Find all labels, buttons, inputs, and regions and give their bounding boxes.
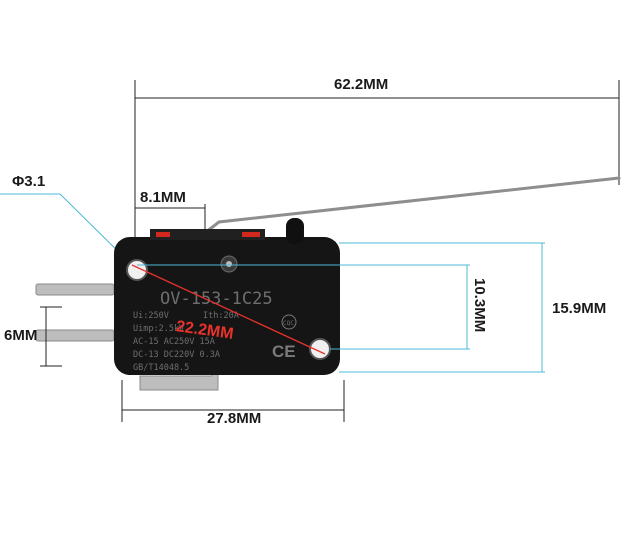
cap-red-right — [242, 232, 260, 237]
cqc-mark-icon — [281, 314, 297, 330]
marking-line1-b: Ith:20A — [203, 311, 239, 321]
lever-arm — [204, 176, 621, 234]
marking-standard: GB/T14048.5 — [133, 363, 189, 373]
label-overall-length: 62.2MM — [334, 76, 389, 93]
rivet-center — [226, 261, 232, 267]
label-terminal-pitch: 6MM — [4, 327, 38, 344]
marking-line3: AC-15 AC250V 15A — [133, 337, 215, 347]
label-hole-diameter: Φ3.1 — [12, 173, 46, 190]
label-hole-spacing-vertical: 10.3MM — [471, 278, 488, 333]
marking-model: OV-153-1C25 — [160, 289, 273, 309]
label-body-height: 15.9MM — [552, 300, 607, 317]
marking-line4: DC-13 DC220V 0.3A — [133, 350, 220, 360]
marking-line2: Uimp:2.5kV — [133, 324, 184, 334]
label-body-length: 27.8MM — [207, 410, 262, 427]
marking-line1-a: Ui:250V — [133, 311, 169, 321]
plunger — [286, 218, 304, 244]
diagonal-dimension-line — [131, 264, 326, 355]
ce-mark: CE — [272, 342, 296, 361]
body-top-cap — [150, 229, 265, 240]
switch-body — [114, 237, 340, 375]
cqc-mark-label: CQC — [283, 320, 294, 327]
cap-red-left — [156, 232, 170, 237]
terminal-top — [35, 283, 115, 296]
terminal-middle — [35, 329, 115, 342]
label-lever-offset: 8.1MM — [140, 189, 186, 206]
